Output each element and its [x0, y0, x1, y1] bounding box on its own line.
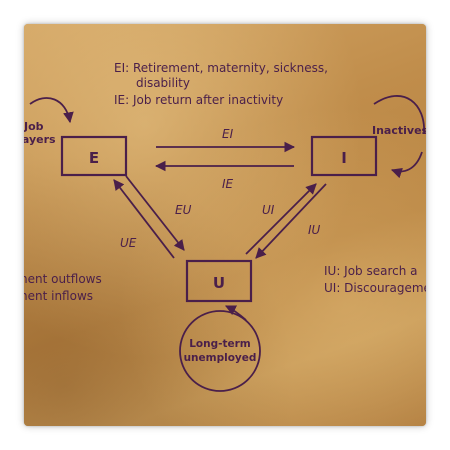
edge-label-ei: EI — [222, 127, 234, 141]
edge-label-ie: IE — [222, 177, 234, 191]
legend-ei-line1: EI: Retirement, maternity, sickness, — [114, 61, 328, 75]
arrow-eu — [125, 175, 185, 251]
loop-inactives — [373, 95, 425, 171]
legend-right-line1: IU: Job search a — [324, 264, 418, 278]
flow-diagram: EI: Retirement, maternity, sickness, dis… — [24, 61, 426, 392]
legend-ie-line: IE: Job return after inactivity — [114, 93, 283, 107]
node-i-box — [310, 135, 378, 177]
edge-label-ue: UE — [120, 236, 137, 250]
side-label-job: Job — [24, 120, 44, 133]
loop-long-term — [179, 310, 261, 392]
side-label-long-term: Long-term — [189, 338, 251, 350]
side-label-unemployed: unemployed — [184, 352, 257, 364]
node-e-label: E — [89, 149, 99, 167]
node-i-label: I — [341, 149, 347, 167]
node-e-box — [60, 135, 128, 177]
arrow-ui — [245, 183, 317, 255]
loop-long-term-arrow — [225, 305, 247, 321]
edge-label-eu: EU — [175, 203, 192, 217]
side-label-inactives: Inactives — [372, 124, 426, 137]
edge-label-ui: UI — [262, 203, 275, 217]
legend-ei-line2: disability — [136, 76, 190, 90]
node-u-label: U — [213, 274, 225, 292]
legend-left-line1: nent outflows — [24, 272, 102, 286]
arrow-iu — [255, 183, 327, 259]
arrow-ue — [113, 179, 175, 259]
side-label-payers: payers — [24, 133, 56, 146]
loop-job-payers — [29, 97, 74, 124]
edge-label-iu: IU — [308, 223, 321, 237]
paper-background — [24, 24, 426, 426]
legend-left-line2: nent inflows — [24, 289, 93, 303]
node-u-box — [185, 259, 253, 303]
photo-frame: EI: Retirement, maternity, sickness, dis… — [24, 24, 426, 426]
legend-right-line2: UI: Discourageme — [324, 281, 426, 295]
